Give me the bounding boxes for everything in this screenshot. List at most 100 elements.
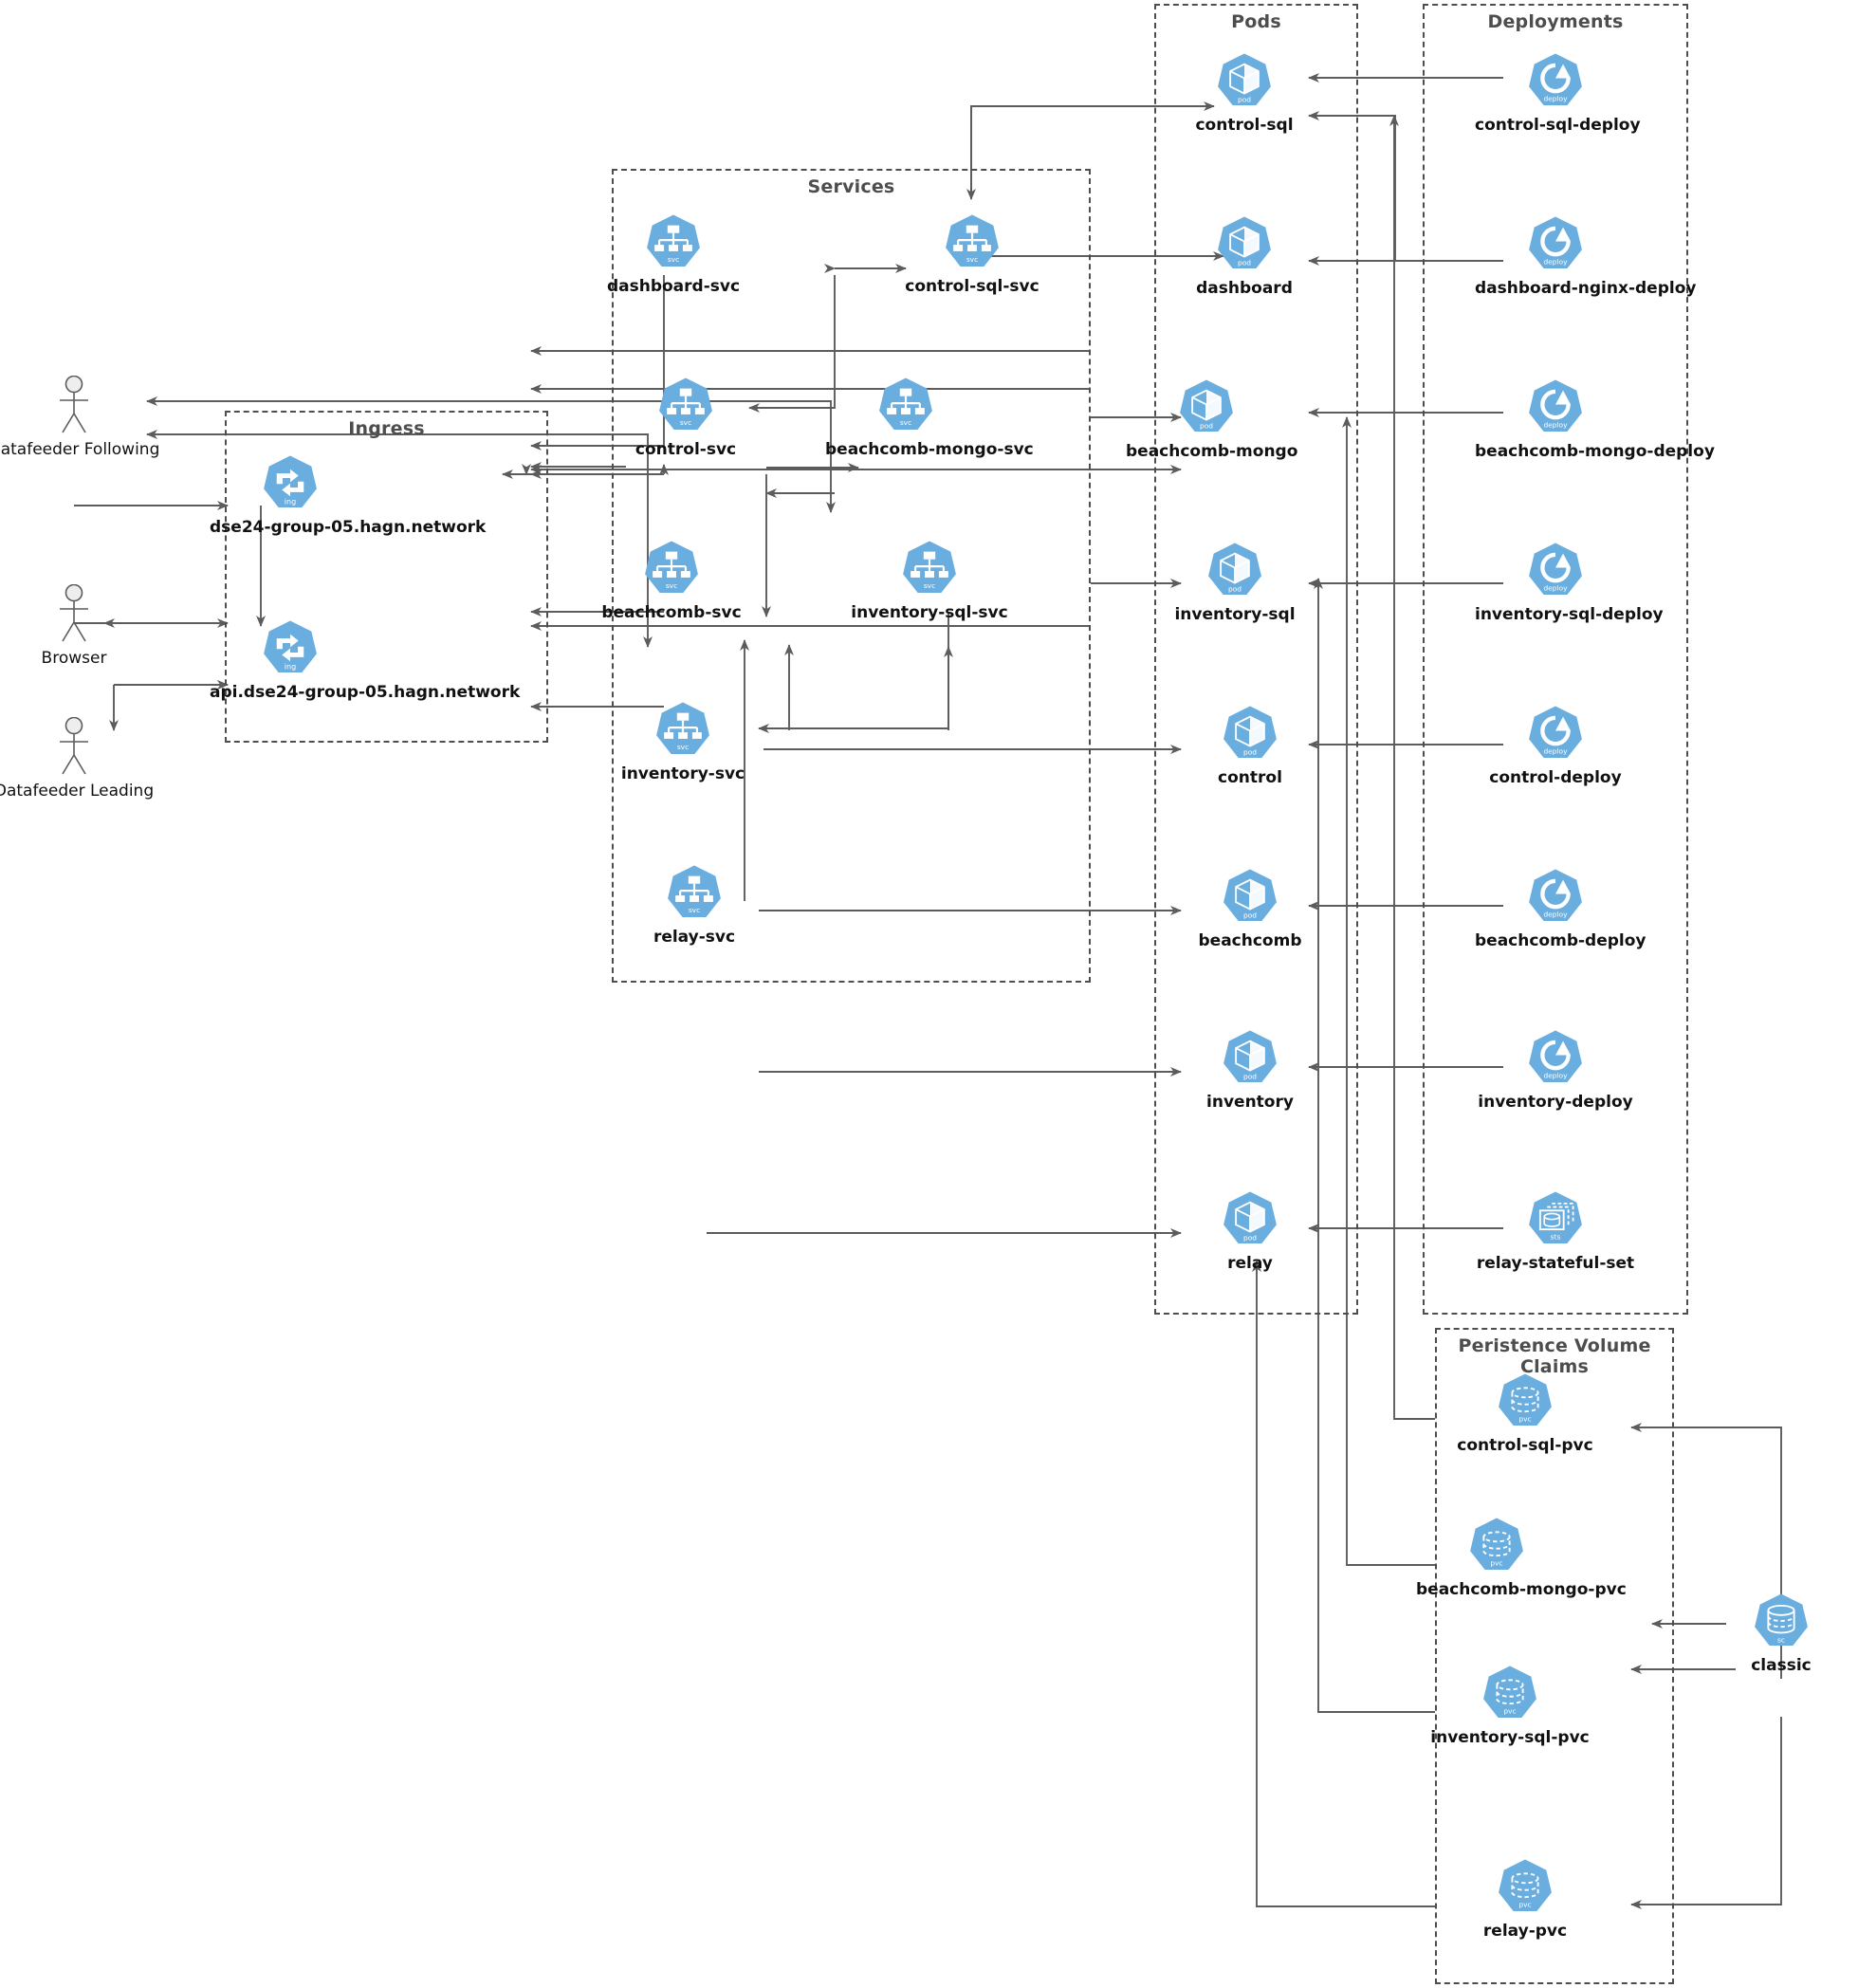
node-pod-inventory-sql[interactable]: pod inventory-sql	[1154, 541, 1315, 624]
deploy-icon: deploy	[1529, 706, 1582, 759]
node-pod-control[interactable]: pod control	[1169, 704, 1331, 787]
node-svc-dashboard[interactable]: svc dashboard-svc	[593, 212, 754, 296]
svg-text:sc: sc	[1777, 1635, 1785, 1644]
pod-icon: pod	[1180, 379, 1233, 433]
node-statefulset-relay[interactable]: sts relay-stateful-set	[1475, 1189, 1636, 1273]
node-pod-dashboard[interactable]: pod dashboard	[1164, 214, 1325, 298]
node-deploy-control[interactable]: deploy control-deploy	[1475, 704, 1636, 787]
node-pvc-inventory-sql[interactable]: pvc inventory-sql-pvc	[1429, 1664, 1591, 1747]
group-title-ingress: Ingress	[348, 418, 425, 439]
pod-icon: pod	[1208, 543, 1261, 596]
group-ingress: Ingress	[225, 411, 548, 743]
node-svc-beachcomb[interactable]: svc beachcomb-svc	[591, 539, 752, 622]
node-deploy-dashboard-nginx[interactable]: deploy dashboard-nginx-deploy	[1475, 214, 1697, 298]
node-deploy-beachcomb-mongo[interactable]: deploy beachcomb-mongo-deploy	[1475, 377, 1715, 461]
node-svc-relay[interactable]: svc relay-svc	[614, 863, 775, 947]
node-label: beachcomb	[1198, 931, 1302, 950]
node-label: control-sql	[1195, 116, 1294, 135]
node-pvc-control-sql[interactable]: pvc control-sql-pvc	[1444, 1371, 1606, 1455]
node-label: inventory-sql-deploy	[1475, 605, 1664, 624]
node-label: classic	[1751, 1656, 1812, 1675]
node-label: beachcomb-mongo-pvc	[1416, 1580, 1627, 1599]
actor-datafeeder-following[interactable]: Datafeeder Following	[0, 375, 169, 459]
group-services: Services	[612, 169, 1091, 983]
node-label: inventory-sql	[1174, 605, 1296, 624]
service-icon: svc	[647, 214, 700, 267]
pvc-icon: pvc	[1470, 1518, 1523, 1571]
node-deploy-inventory[interactable]: deploy inventory-deploy	[1475, 1028, 1636, 1112]
svg-text:pvc: pvc	[1518, 1901, 1531, 1909]
deploy-icon: deploy	[1529, 1030, 1582, 1083]
node-deploy-beachcomb[interactable]: deploy beachcomb-deploy	[1475, 867, 1646, 950]
node-label: beachcomb-svc	[601, 603, 742, 622]
svg-text:pod: pod	[1238, 95, 1251, 103]
node-svc-inventory[interactable]: svc inventory-svc	[602, 700, 763, 783]
node-svc-beachcomb-mongo[interactable]: svc beachcomb-mongo-svc	[825, 376, 1034, 459]
svg-text:svc: svc	[680, 418, 691, 427]
pod-icon: pod	[1218, 53, 1271, 106]
service-icon: svc	[645, 541, 698, 594]
group-pods: Pods	[1154, 4, 1358, 1315]
node-pvc-relay[interactable]: pvc relay-pvc	[1444, 1857, 1606, 1941]
ingress-icon: ing	[264, 455, 317, 508]
node-label: relay	[1227, 1254, 1273, 1273]
node-label: relay-pvc	[1482, 1922, 1568, 1941]
node-pvc-beachcomb-mongo[interactable]: pvc beachcomb-mongo-pvc	[1416, 1516, 1627, 1599]
actor-datafeeder-leading[interactable]: Datafeeder Leading	[0, 716, 169, 801]
node-pod-beachcomb[interactable]: pod beachcomb	[1169, 867, 1331, 950]
svg-text:ing: ing	[285, 662, 296, 671]
svg-text:svc: svc	[666, 581, 677, 590]
node-svc-control[interactable]: svc control-svc	[605, 376, 766, 459]
node-pod-control-sql[interactable]: pod control-sql	[1164, 51, 1325, 135]
svg-text:pod: pod	[1243, 1233, 1257, 1242]
node-label: inventory-svc	[620, 764, 745, 783]
service-icon: svc	[656, 702, 709, 755]
storageclass-icon: sc	[1755, 1593, 1808, 1647]
svg-text:svc: svc	[900, 418, 911, 427]
node-label: dse24-group-05.hagn.network	[210, 518, 487, 537]
svg-text:pod: pod	[1200, 421, 1213, 430]
node-label: dashboard-svc	[606, 277, 741, 296]
svg-text:pvc: pvc	[1490, 1559, 1502, 1568]
node-label: inventory-sql-pvc	[1430, 1728, 1590, 1747]
pvc-icon: pvc	[1483, 1666, 1536, 1719]
svg-text:svc: svc	[924, 581, 935, 590]
node-label: relay-svc	[653, 928, 736, 947]
deploy-icon: deploy	[1529, 869, 1582, 922]
node-label: control-deploy	[1489, 768, 1622, 787]
node-pod-beachcomb-mongo[interactable]: pod beachcomb-mongo	[1126, 377, 1297, 461]
svg-text:pvc: pvc	[1518, 1415, 1531, 1424]
pod-icon: pod	[1223, 1191, 1277, 1244]
deploy-icon: deploy	[1529, 543, 1582, 596]
node-pod-relay[interactable]: pod relay	[1169, 1189, 1331, 1273]
svg-text:pod: pod	[1228, 584, 1242, 593]
svg-text:sts: sts	[1551, 1233, 1561, 1242]
node-svc-inventory-sql[interactable]: svc inventory-sql-svc	[849, 539, 1010, 622]
svg-text:deploy: deploy	[1543, 911, 1568, 919]
node-label: inventory-sql-svc	[851, 603, 1008, 622]
actor-label: Browser	[41, 649, 107, 668]
node-svc-control-sql[interactable]: svc control-sql-svc	[892, 212, 1053, 296]
svg-text:pod: pod	[1243, 747, 1257, 756]
actor-browser[interactable]: Browser	[0, 583, 169, 668]
service-icon: svc	[903, 541, 956, 594]
svg-text:pod: pod	[1238, 258, 1251, 267]
service-icon: svc	[946, 214, 999, 267]
node-pod-inventory[interactable]: pod inventory	[1169, 1028, 1331, 1112]
service-icon: svc	[659, 377, 712, 431]
deploy-icon: deploy	[1529, 379, 1582, 433]
service-icon: svc	[879, 377, 932, 431]
node-label: beachcomb-deploy	[1475, 931, 1646, 950]
node-ingress-dse24[interactable]: ing dse24-group-05.hagn.network	[210, 453, 487, 537]
node-label: control-sql-svc	[905, 277, 1039, 296]
node-label: control-svc	[635, 440, 737, 459]
service-icon: svc	[668, 865, 721, 918]
node-deploy-inventory-sql[interactable]: deploy inventory-sql-deploy	[1475, 541, 1664, 624]
node-label: dashboard-nginx-deploy	[1475, 279, 1697, 298]
node-ingress-api-dse24[interactable]: ing api.dse24-group-05.hagn.network	[210, 618, 520, 702]
svg-text:deploy: deploy	[1543, 1072, 1568, 1080]
node-deploy-control-sql[interactable]: deploy control-sql-deploy	[1475, 51, 1641, 135]
node-storageclass-classic[interactable]: sc classic	[1701, 1592, 1858, 1675]
svg-text:deploy: deploy	[1543, 258, 1568, 267]
group-title-pods: Pods	[1231, 11, 1281, 32]
